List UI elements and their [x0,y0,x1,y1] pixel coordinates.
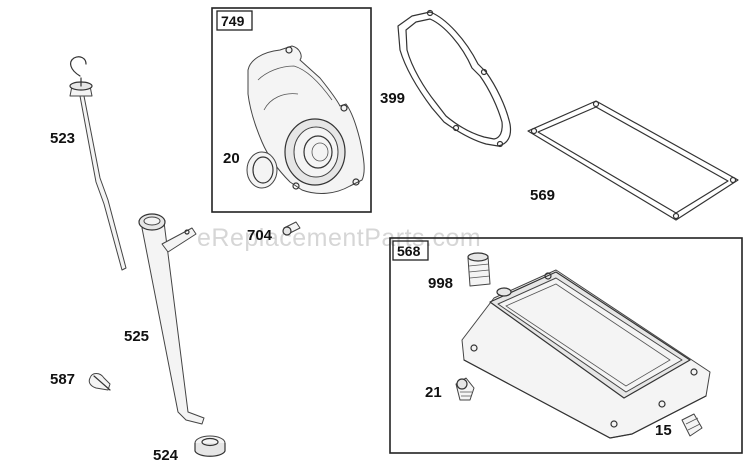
part-21-label: 21 [425,384,442,401]
group-568-label: 568 [397,243,421,259]
part-998[interactable]: 998 [428,252,491,292]
part-15[interactable]: 15 [655,413,703,439]
part-704[interactable]: 704 [247,221,301,244]
part-587-label: 587 [50,371,75,388]
part-524[interactable]: 524 [153,435,226,464]
part-399-drawing [397,11,512,147]
group-749-box [211,7,372,213]
part-523-label: 523 [50,130,75,147]
part-20-label: 20 [223,150,240,167]
group-749-label: 749 [221,13,245,29]
group-568-box [389,237,743,454]
part-523[interactable]: 523 [50,56,127,271]
group-749[interactable]: 749 [211,7,372,213]
part-569-drawing [527,100,739,221]
part-399[interactable]: 399 [380,9,512,148]
part-399-label: 399 [380,90,405,107]
part-525-drawing [141,221,205,425]
part-525-label: 525 [124,328,149,345]
part-15-drawing [681,413,703,437]
part-569-label: 569 [530,187,555,204]
part-523-drawing [70,56,87,77]
oil-base-drawing [461,269,711,439]
part-587[interactable]: 587 [50,371,111,391]
part-569[interactable]: 569 [527,100,739,221]
part-15-label: 15 [655,422,672,439]
group-568[interactable]: 568 [389,237,743,454]
crankcase-cover-drawing [247,45,365,194]
part-21[interactable]: 21 [425,377,475,401]
part-20[interactable]: 20 [223,150,278,189]
part-524-label: 524 [153,447,179,464]
part-525[interactable]: 525 [124,213,205,425]
group-749-tag [216,10,253,31]
part-998-label: 998 [428,275,453,292]
group-568-tag [392,240,429,261]
part-704-label: 704 [247,227,273,244]
